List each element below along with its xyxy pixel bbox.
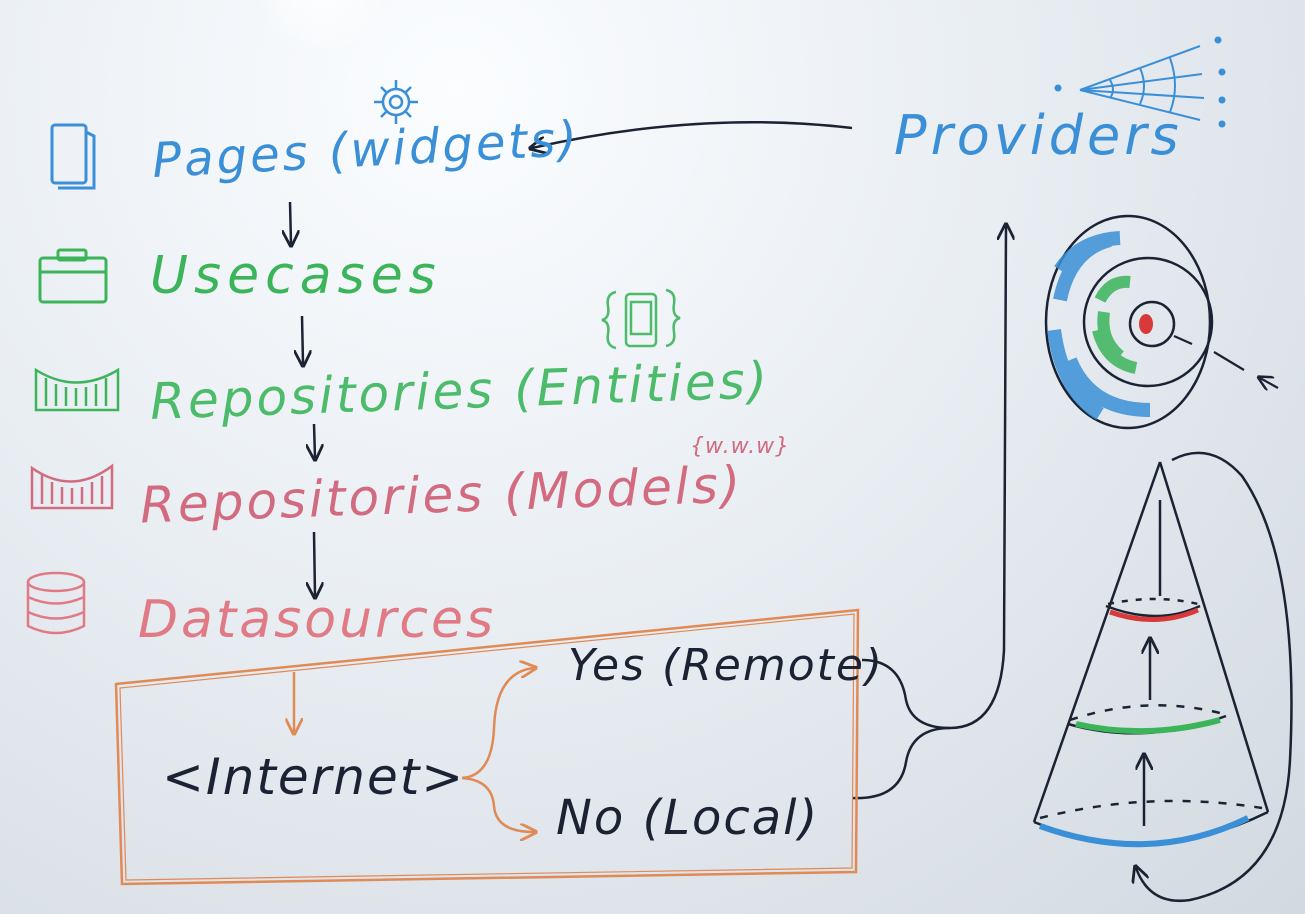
bridge-icon	[30, 463, 114, 510]
decision-yes: Yes (Remote)	[568, 640, 885, 691]
onion-icon	[1044, 214, 1279, 430]
cone-icon	[1032, 451, 1293, 903]
document-icon	[50, 123, 96, 190]
arrow-providers-to-pages	[532, 120, 853, 148]
models-note: {w.w.w}	[690, 434, 791, 459]
arrow-pages-to-usecases	[290, 201, 291, 244]
decision-condition: <Internet>	[162, 748, 466, 806]
arrow-usecases-to-entities	[302, 315, 303, 364]
web-icon	[1054, 36, 1226, 128]
decision-box	[114, 608, 860, 886]
arrow-entities-to-models	[314, 423, 315, 458]
phone-icon	[601, 288, 681, 350]
providers-label: Providers	[894, 104, 1183, 167]
database-icon	[26, 571, 86, 635]
cone-loop-arrow	[1136, 451, 1293, 903]
arrow-models-to-datasources	[314, 531, 315, 596]
connector-local	[851, 726, 951, 800]
layer-label-datasources: Datasources	[138, 590, 497, 650]
gear-icon	[374, 80, 418, 124]
connector-to-providers	[861, 226, 1006, 730]
decision-no: No (Local)	[556, 790, 820, 846]
bridge-icon	[34, 367, 120, 412]
briefcase-icon	[38, 248, 108, 304]
branch-yes	[461, 668, 534, 780]
branch-no	[461, 776, 534, 832]
flow-arrows	[290, 120, 1006, 800]
layer-label-usecases: Usecases	[150, 246, 442, 306]
